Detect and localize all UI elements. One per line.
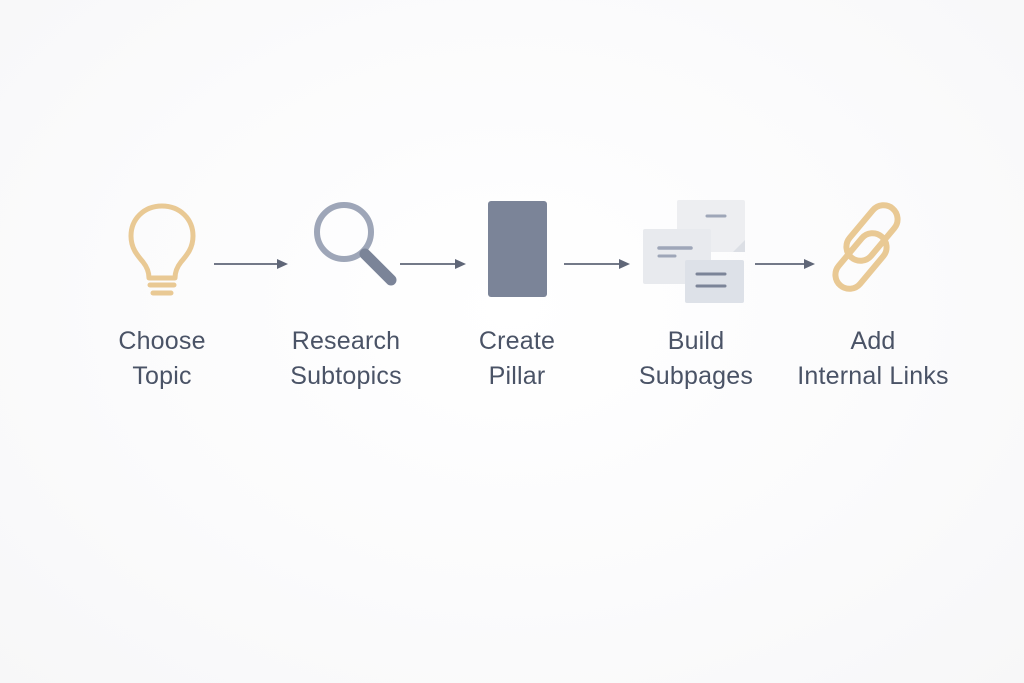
step-choose-topic: Choose Topic <box>77 196 247 394</box>
flow-arrow-2 <box>400 259 466 269</box>
chain-link-icon <box>832 202 901 292</box>
step-label-line1: Research <box>291 327 401 355</box>
step-label: Create Pillar <box>432 324 602 394</box>
step-icon-container <box>788 196 958 306</box>
step-label-line1: Create <box>478 327 556 355</box>
step-research-subtopics: Research Subtopics <box>261 196 431 394</box>
step-label: Build Subpages <box>611 324 781 394</box>
step-icon-container <box>611 196 781 306</box>
step-label: Add Internal Links <box>788 324 958 394</box>
step-add-internal-links: Add Internal Links <box>788 196 958 394</box>
stacked-pages-icon <box>643 200 745 303</box>
flow-arrow-1 <box>214 259 288 269</box>
step-icon-container <box>77 196 247 306</box>
step-label: Choose Topic <box>77 324 247 394</box>
step-icon-container <box>432 196 602 306</box>
step-label: Research Subtopics <box>261 324 431 394</box>
flow-arrow-4 <box>755 259 815 269</box>
step-label-line2: Pillar <box>488 362 546 390</box>
page-icon <box>488 201 547 297</box>
lightbulb-icon <box>128 203 196 296</box>
step-label-line2: Internal Links <box>797 362 949 390</box>
magnifier-icon <box>314 202 397 286</box>
step-icon-container <box>261 196 431 306</box>
step-label-line2: Subpages <box>638 362 754 390</box>
step-label-line2: Subtopics <box>290 362 402 390</box>
flow-arrow-3 <box>564 259 630 269</box>
step-label-line1: Build <box>667 327 725 355</box>
step-build-subpages: Build Subpages <box>611 196 781 394</box>
step-label-line1: Add <box>850 327 896 355</box>
step-label-line2: Topic <box>132 362 192 390</box>
step-create-pillar: Create Pillar <box>432 196 602 394</box>
step-label-line1: Choose <box>118 327 206 355</box>
